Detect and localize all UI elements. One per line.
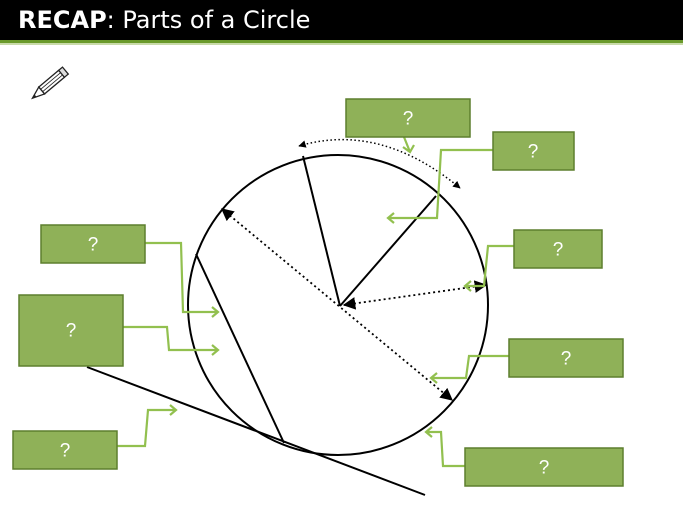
label-box-tangent[interactable]: ?	[12, 430, 118, 470]
label-box-segment[interactable]: ?	[18, 294, 124, 367]
radius-pointer	[463, 244, 514, 292]
segment-pointer	[123, 325, 220, 356]
tangent-pointer	[117, 404, 178, 448]
label-box-circumference[interactable]: ?	[464, 447, 624, 487]
label-text-radius: ?	[553, 240, 564, 261]
page-title: RECAP: Parts of a Circle	[0, 0, 683, 40]
label-text-tangent: ?	[60, 441, 71, 462]
diameter-line	[221, 208, 453, 401]
pencil-icon	[31, 66, 70, 100]
label-text-chord: ?	[88, 235, 99, 256]
title-rest: : Parts of a Circle	[106, 6, 311, 34]
arc-pointer	[402, 136, 415, 154]
circumference-pointer	[424, 426, 465, 468]
radius-line	[342, 280, 488, 310]
sector-radius-2	[339, 195, 437, 307]
tangent-line	[86, 366, 426, 496]
label-box-diameter[interactable]: ?	[508, 338, 624, 378]
label-text-circumference: ?	[539, 458, 550, 479]
chord-pointer	[145, 241, 220, 318]
label-text-segment: ?	[66, 321, 77, 342]
arc-indicator	[298, 138, 461, 189]
chord-line	[195, 253, 285, 444]
label-box-arc[interactable]: ?	[345, 98, 471, 138]
label-box-radius[interactable]: ?	[513, 229, 603, 269]
label-box-sector[interactable]: ?	[492, 131, 575, 171]
label-text-diameter: ?	[561, 349, 572, 370]
label-text-arc: ?	[403, 109, 414, 130]
sector-radius-1	[302, 155, 341, 307]
title-divider	[0, 40, 683, 43]
sector-pointer	[386, 148, 493, 224]
title-bold: RECAP	[18, 6, 107, 34]
label-text-sector: ?	[528, 142, 539, 163]
diameter-pointer	[429, 354, 509, 384]
title-divider-light	[0, 43, 683, 45]
label-box-chord[interactable]: ?	[40, 224, 146, 264]
